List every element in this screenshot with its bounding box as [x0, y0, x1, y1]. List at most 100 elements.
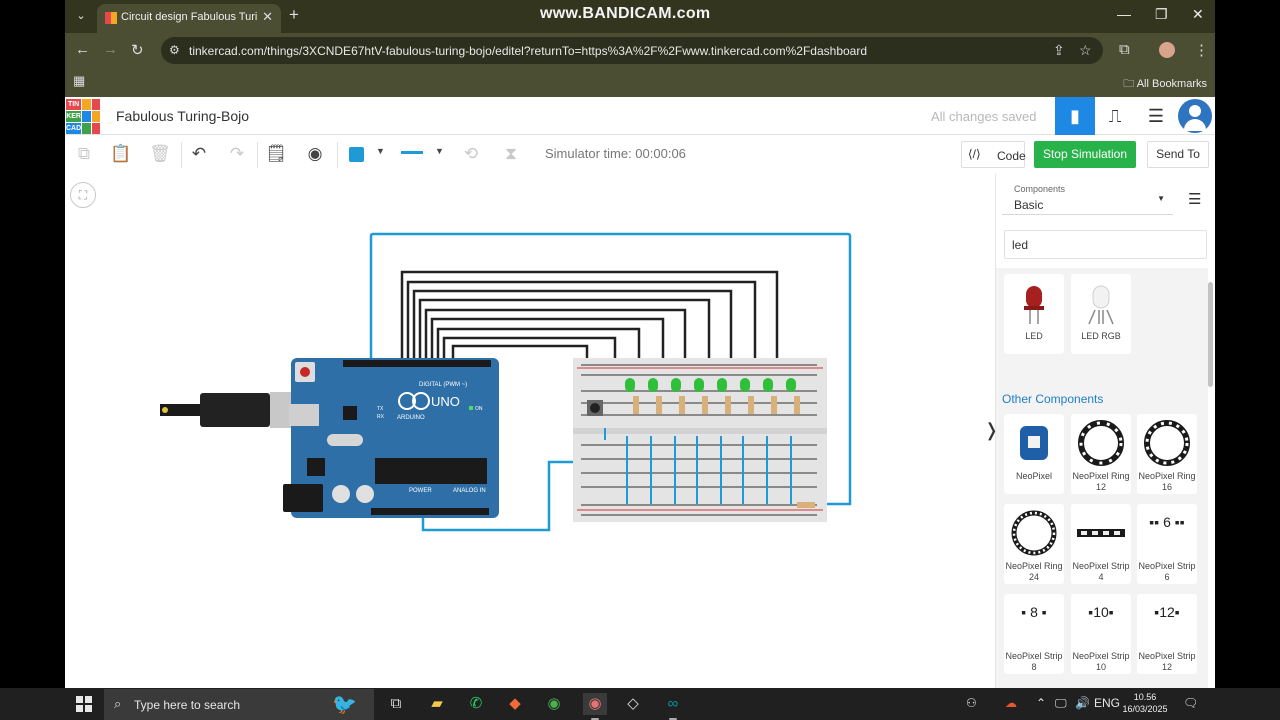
notifications-icon[interactable]: 🗨: [1183, 696, 1199, 710]
component-card-led-rgb[interactable]: LED RGB: [1071, 274, 1131, 354]
reload-icon[interactable]: ↻: [131, 42, 144, 59]
circuit-canvas[interactable]: ⛶: [65, 174, 995, 688]
volume-icon[interactable]: 🔊: [1075, 696, 1090, 710]
clock-time: 10.56: [1133, 692, 1157, 702]
flip-icon[interactable]: ⧗: [505, 144, 517, 163]
scroll-thumb[interactable]: [1208, 282, 1213, 387]
file-explorer-icon[interactable]: ▰: [431, 695, 443, 712]
component-card-neopixel[interactable]: NeoPixel: [1004, 414, 1064, 494]
components-dropdown[interactable]: Components Basic ▼: [1002, 178, 1173, 215]
redo-icon[interactable]: ↷: [229, 144, 245, 163]
arduino-brand-label: ARDUINO: [397, 415, 425, 421]
cloud-icon[interactable]: ☁: [1005, 696, 1017, 710]
zoom-to-fit-icon[interactable]: ⛶: [70, 182, 96, 208]
tab-search-icon[interactable]: ⌄: [76, 10, 86, 22]
component-card-neopixel-strip-8[interactable]: ▪ 8 ▪ NeoPixel Strip 8: [1004, 594, 1064, 674]
network-icon[interactable]: 🖵: [1055, 696, 1067, 710]
component-results: LED LED RGB Other Components: [996, 268, 1208, 688]
notes-icon[interactable]: 🗒: [265, 144, 287, 163]
windows-start-icon[interactable]: [76, 696, 92, 712]
address-bar[interactable]: ⚙ tinkercad.com/things/3XCNDE67htV-fabul…: [161, 37, 1103, 64]
restore-icon[interactable]: ❐: [1155, 6, 1168, 22]
all-bookmarks[interactable]: 🗀 All Bookmarks: [1123, 78, 1207, 90]
schematic-view-icon[interactable]: ⎍: [1108, 106, 1122, 126]
component-card-led[interactable]: LED: [1004, 274, 1064, 354]
menu-icon[interactable]: ⋮: [1194, 42, 1209, 59]
wire[interactable]: [369, 232, 852, 506]
collapse-panel-icon[interactable]: ❭: [984, 420, 1000, 440]
close-tab-icon[interactable]: ✕: [262, 9, 273, 24]
extensions-icon[interactable]: ⧉: [1119, 41, 1130, 58]
profile-icon[interactable]: [1159, 42, 1175, 58]
wire-type-dropdown-icon[interactable]: ▼: [435, 146, 444, 156]
taskbar-search[interactable]: ⌕ Type here to search 🐦: [104, 689, 374, 720]
project-name[interactable]: Fabulous Turing-Bojo: [116, 108, 250, 124]
people-icon[interactable]: ⚇: [966, 696, 977, 710]
code-icon: ⟨/⟩: [968, 147, 981, 161]
close-window-icon[interactable]: ✕: [1192, 6, 1204, 22]
tinkercad-logo[interactable]: TIN KER CAD: [66, 99, 100, 134]
component-card-neopixel-ring-12[interactable]: NeoPixel Ring 12: [1071, 414, 1131, 494]
component-name: NeoPixel Ring 12: [1072, 471, 1130, 492]
wire-type-icon[interactable]: [401, 151, 423, 154]
resistor[interactable]: [797, 502, 815, 508]
component-card-neopixel-strip-6[interactable]: ▪▪ 6 ▪▪ NeoPixel Strip 6: [1137, 504, 1197, 584]
windows-taskbar: ⌕ Type here to search 🐦 ⧉ ▰ ✆ ◆ ◉ ◉ ◇ ∞ …: [0, 688, 1280, 720]
wire-color-swatch[interactable]: [349, 147, 364, 162]
component-card-neopixel-ring-16[interactable]: NeoPixel Ring 16: [1137, 414, 1197, 494]
tx-label: TX: [377, 406, 384, 412]
active-tab[interactable]: Circuit design Fabulous Turing-Bojo | Ti…: [97, 4, 281, 33]
neopixel-icon: [1020, 426, 1048, 460]
app-tile-icon[interactable]: ◇: [627, 695, 639, 712]
minimize-icon[interactable]: —: [1117, 6, 1131, 22]
tinkercad-favicon-icon: [105, 12, 117, 24]
led-row: [625, 378, 800, 414]
delete-icon[interactable]: 🗑: [149, 144, 171, 163]
component-card-neopixel-ring-24[interactable]: NeoPixel Ring 24: [1004, 504, 1064, 584]
arduino-ide-icon[interactable]: ∞: [661, 693, 685, 720]
wire-color-dropdown-icon[interactable]: ▼: [376, 146, 385, 156]
tinkercad-header: TIN KER CAD Fabulous Turing-Bojo All cha…: [65, 97, 1215, 135]
strip-count-glyph: ▪12▪: [1154, 604, 1180, 620]
back-icon[interactable]: ←: [75, 41, 90, 58]
paste-icon[interactable]: 📋: [110, 144, 132, 163]
arduino-model-label: UNO: [431, 394, 460, 409]
code-button[interactable]: ⟨/⟩ Code: [961, 141, 1026, 168]
search-icon: ⌕: [114, 696, 122, 711]
show-hidden-icon[interactable]: ⌃: [1036, 696, 1047, 710]
apps-grid-icon[interactable]: ▦: [73, 73, 86, 88]
tab-strip: ⌄ Circuit design Fabulous Turing-Bojo | …: [65, 0, 1215, 33]
user-avatar[interactable]: [1178, 99, 1212, 133]
list-view-icon[interactable]: ☰: [1188, 191, 1202, 208]
new-tab-icon[interactable]: +: [289, 5, 299, 24]
chrome-profile-icon[interactable]: ◉: [583, 693, 607, 720]
copy-icon[interactable]: ⧉: [77, 144, 91, 163]
component-card-neopixel-strip-4[interactable]: NeoPixel Strip 4: [1071, 504, 1131, 584]
browser-toolbar: ← → ↻ ⚙ tinkercad.com/things/3XCNDE67htV…: [65, 33, 1215, 67]
install-app-icon[interactable]: ⇪: [1053, 42, 1065, 58]
stop-simulation-button[interactable]: Stop Simulation: [1034, 141, 1136, 168]
components-label: Components: [1014, 184, 1066, 194]
rotate-icon[interactable]: ⟲: [463, 144, 479, 163]
forward-icon[interactable]: →: [103, 41, 118, 58]
note-visibility-icon[interactable]: ◉: [307, 144, 323, 163]
panel-scrollbar[interactable]: [1206, 270, 1214, 688]
component-search-input[interactable]: led: [1004, 230, 1207, 259]
component-name: LED RGB: [1081, 331, 1121, 341]
system-clock[interactable]: 10.56 16/03/2025: [1122, 691, 1168, 715]
circuit-view-icon[interactable]: ▮: [1055, 97, 1095, 135]
language-indicator[interactable]: ENG: [1094, 696, 1121, 710]
task-view-icon[interactable]: ⧉: [390, 695, 402, 712]
undo-icon[interactable]: ↶: [191, 144, 207, 163]
send-to-button[interactable]: Send To: [1147, 141, 1209, 168]
app-cube-icon[interactable]: ◆: [509, 695, 521, 712]
chrome-icon[interactable]: ◉: [547, 695, 561, 712]
site-info-icon[interactable]: ⚙: [169, 43, 180, 57]
component-card-neopixel-strip-10[interactable]: ▪10▪ NeoPixel Strip 10: [1071, 594, 1131, 674]
component-card-neopixel-strip-12[interactable]: ▪12▪ NeoPixel Strip 12: [1137, 594, 1197, 674]
whatsapp-icon[interactable]: ✆: [469, 695, 483, 712]
url-text[interactable]: tinkercad.com/things/3XCNDE67htV-fabulou…: [189, 44, 868, 58]
component-list-icon[interactable]: ☰: [1147, 106, 1165, 126]
logo-tile: TIN: [66, 99, 82, 110]
bookmark-star-icon[interactable]: ☆: [1079, 42, 1092, 58]
